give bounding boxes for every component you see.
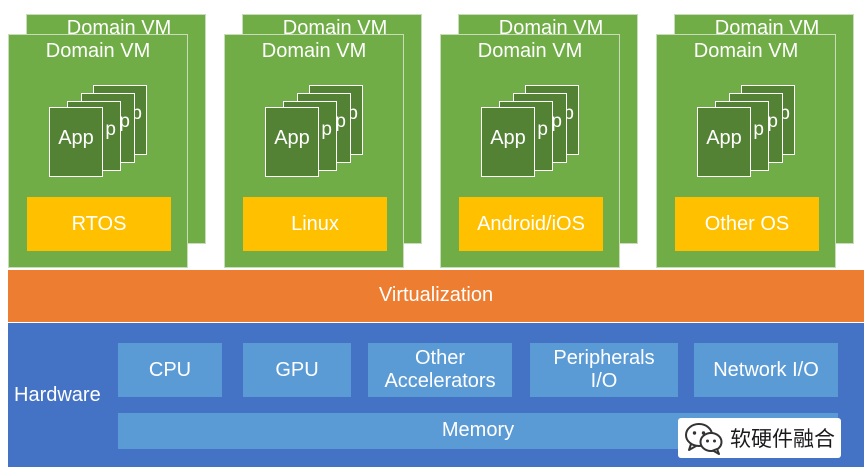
watermark-text: 软硬件融合 [730,427,835,451]
app-stack-letter: p [779,103,790,124]
domain-vm-title: Domain VM [477,40,583,62]
app-box: App [265,107,319,177]
wechat-icon [684,421,724,455]
os-box: Linux [243,197,387,251]
watermark: 软硬件融合 [678,418,841,458]
vm-group-linux: Domain VM Domain VM p p p App Linux [224,14,424,270]
domain-vm-title: Domain VM [693,40,799,62]
app-label: App [58,127,94,149]
domain-vm-front: Domain VM p p p App RTOS [8,34,188,268]
app-stack-letter: p [753,119,764,140]
app-stack-letter: p [537,119,548,140]
vm-group-other-os: Domain VM Domain VM p p p App Other OS [656,14,856,270]
domain-vm-title: Domain VM [261,40,367,62]
hw-component-cpu: CPU [118,343,222,397]
domain-vm-back-title: Domain VM [498,17,604,39]
hardware-label: Hardware [14,384,101,406]
app-stack-letter: p [767,111,778,132]
vm-group-rtos: Domain VM Domain VM p p p App RTOS [8,14,208,270]
domain-vm-title: Domain VM [45,40,151,62]
domain-vm-front: Domain VM p p p App Linux [224,34,404,268]
hw-component-label: Peripherals I/O [553,347,655,392]
app-box: App [481,107,535,177]
domain-vm-front: Domain VM p p p App Other OS [656,34,836,268]
app-stack-letter: p [347,103,358,124]
hw-component-label: Other Accelerators [384,347,496,392]
hw-component-other-accelerators: Other Accelerators [368,343,512,397]
os-box: Android/iOS [459,197,603,251]
app-stack-letter: p [551,111,562,132]
app-box: App [49,107,103,177]
os-box: Other OS [675,197,819,251]
app-box: App [697,107,751,177]
app-stack-letter: p [321,119,332,140]
os-box: RTOS [27,197,171,251]
app-label: App [490,127,526,149]
app-label: App [274,127,310,149]
app-stack-letter: p [335,111,346,132]
vm-group-android-ios: Domain VM Domain VM p p p App Android/iO… [440,14,640,270]
app-label: App [706,127,742,149]
app-stack-letter: p [119,111,130,132]
domain-vm-front: Domain VM p p p App Android/iOS [440,34,620,268]
hw-component-peripherals-io: Peripherals I/O [530,343,678,397]
hw-component-gpu: GPU [243,343,351,397]
app-stack-letter: p [563,103,574,124]
virtualization-layer: Virtualization [8,270,864,322]
domain-vm-back-title: Domain VM [282,17,388,39]
hw-component-network-io: Network I/O [694,343,838,397]
app-stack-letter: p [131,103,142,124]
domain-vm-back-title: Domain VM [714,17,820,39]
app-stack-letter: p [105,119,116,140]
domain-vm-back-title: Domain VM [66,17,172,39]
